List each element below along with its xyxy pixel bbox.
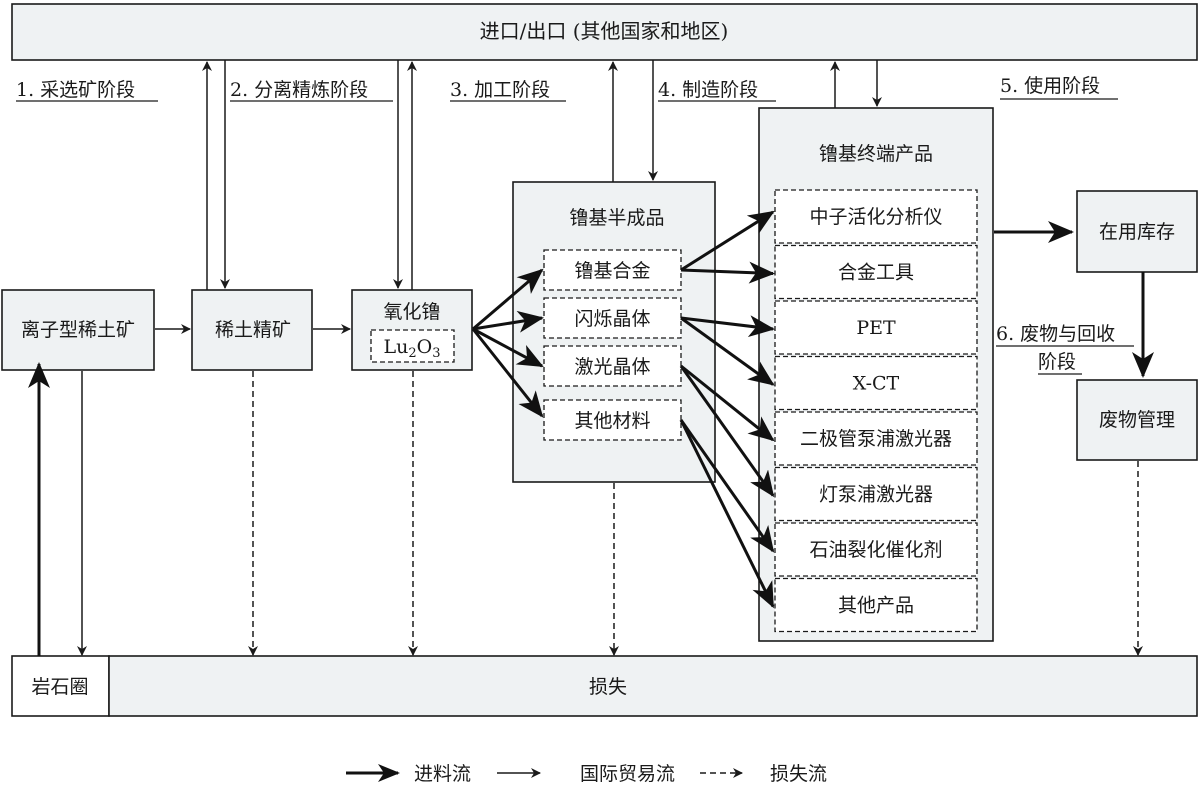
semi-item: 闪烁晶体	[543, 297, 682, 339]
feed-arrow-oxide-to-semi	[472, 268, 544, 331]
final-item-label: PET	[856, 317, 896, 339]
feed-flows	[28, 210, 1154, 656]
semi-products-title: 镥基半成品	[569, 207, 664, 229]
loss-cell	[108, 655, 1198, 717]
final-item: 石油裂化催化剂	[774, 522, 978, 577]
concentrate-label: 稀土精矿	[215, 319, 291, 341]
stage-5-label: 5. 使用阶段	[1000, 75, 1100, 97]
final-item-label: 二极管泵浦激光器	[800, 428, 952, 450]
legend-loss-label: 损失流	[770, 763, 827, 785]
final-item-label: X-CT	[853, 373, 900, 395]
node-ion-ore: 离子型稀土矿	[1, 289, 155, 371]
trade-flows	[77, 60, 882, 656]
node-concentrate: 稀土精矿	[191, 289, 313, 371]
semi-item-label: 镥基合金	[574, 260, 650, 282]
semi-item-label: 激光晶体	[574, 356, 650, 378]
feed-arrow-semi-to-final	[680, 364, 775, 442]
feed-arrow-oxide-to-semi	[472, 327, 544, 368]
oxide-formula-box	[370, 329, 455, 363]
final-item: X-CT	[774, 355, 978, 411]
final-item: 其他产品	[774, 577, 978, 633]
final-products-title: 镥基终端产品	[819, 143, 933, 165]
waste-management-label: 废物管理	[1099, 409, 1175, 431]
feed-arrow-semi-to-final	[680, 315, 775, 338]
loss-flows	[248, 371, 1143, 656]
final-item: 合金工具	[774, 244, 978, 300]
lithosphere-cell	[11, 655, 110, 717]
stage-1-label: 1. 采选矿阶段	[16, 79, 135, 101]
lithosphere-label: 岩石圈	[31, 676, 88, 698]
final-item-label: 石油裂化催化剂	[809, 539, 942, 561]
final-item: 灯泵浦激光器	[774, 466, 978, 522]
final-item: 二极管泵浦激光器	[774, 411, 978, 466]
oxide-label: 氧化镥	[383, 301, 440, 323]
feed-arrow-oxide-to-semi	[471, 328, 544, 418]
stage-3-label: 3. 加工阶段	[450, 79, 550, 101]
final-item-label: 中子活化分析仪	[809, 206, 942, 228]
lithosphere-loss-bar: 岩石圈 损失	[11, 655, 1198, 717]
legend-trade-label: 国际贸易流	[580, 763, 675, 785]
legend: 进料流 国际贸易流 损失流	[346, 763, 827, 785]
import-export-label: 进口/出口 (其他国家和地区)	[480, 19, 729, 43]
import-export-bar: 进口/出口 (其他国家和地区)	[11, 3, 1198, 61]
final-item-label: 灯泵浦激光器	[819, 484, 933, 506]
feed-arrow-semi-to-final	[679, 419, 775, 553]
semi-item: 激光晶体	[543, 345, 682, 387]
feed-arrow-semi-to-final	[679, 419, 775, 609]
in-use-stock-label: 在用库存	[1099, 221, 1175, 243]
feed-arrow-semi-to-final	[680, 316, 775, 386]
feed-arrow-semi-to-final	[680, 210, 775, 272]
feed-arrow-semi-to-final	[680, 261, 775, 284]
semi-item: 镥基合金	[543, 249, 682, 291]
semi-item-label: 其他材料	[574, 410, 650, 432]
final-item-label: 合金工具	[838, 262, 914, 284]
oxide-formula: Lu2O3	[384, 336, 441, 361]
stage-6-label-line2: 阶段	[1038, 351, 1076, 373]
final-item-label: 其他产品	[838, 595, 914, 617]
final-item: 中子活化分析仪	[774, 189, 978, 244]
final-item: PET	[774, 300, 978, 355]
ion-ore-label: 离子型稀土矿	[21, 319, 135, 341]
stage-6-label: 6. 废物与回收	[996, 323, 1115, 345]
node-waste-management: 废物管理	[1076, 379, 1198, 461]
semi-item: 其他材料	[543, 399, 682, 441]
stage-4-label: 4. 制造阶段	[658, 79, 758, 101]
feed-arrow-oxide-to-semi	[472, 310, 544, 333]
node-in-use-stock: 在用库存	[1076, 190, 1198, 273]
node-lutetium-oxide: 氧化镥 Lu2O3	[351, 289, 473, 371]
stage-2-label: 2. 分离精炼阶段	[230, 79, 368, 101]
legend-feed-label: 进料流	[414, 763, 471, 785]
stage-labels: 1. 采选矿阶段 2. 分离精炼阶段 3. 加工阶段 4. 制造阶段 5. 使用…	[16, 75, 1134, 375]
semi-item-label: 闪烁晶体	[574, 308, 650, 330]
loss-label: 损失	[589, 676, 627, 698]
feed-arrow-semi-to-final	[679, 365, 775, 498]
